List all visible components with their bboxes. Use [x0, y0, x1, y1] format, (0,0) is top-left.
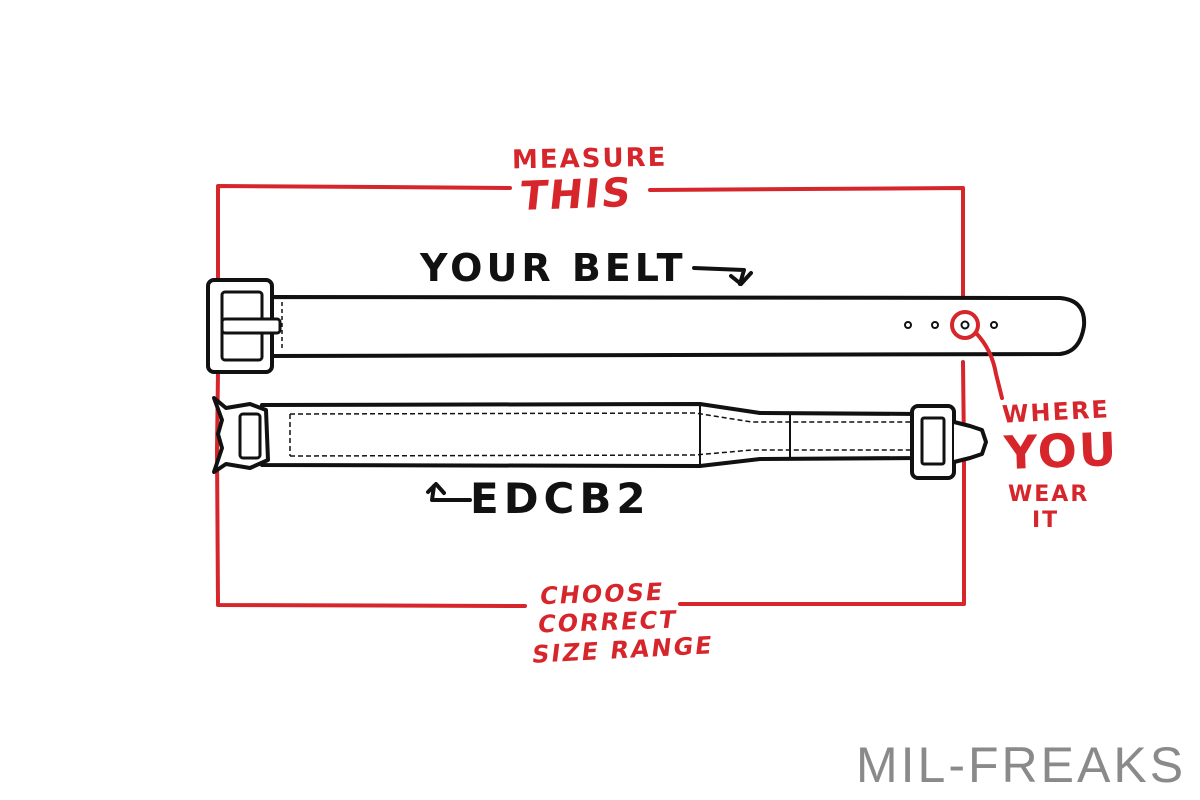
bracket-top-left [216, 184, 512, 302]
edcb2-label: EDCB2 [470, 474, 651, 523]
edcb2-arrow-icon [426, 482, 472, 502]
it-label: IT [1032, 508, 1060, 533]
wear-hole-marker [950, 310, 1004, 400]
belt-hole-2 [931, 321, 939, 329]
edcb2-stitching [289, 412, 912, 457]
wear-hole-leader [974, 331, 1004, 400]
choose-label: CHOOSE [538, 577, 667, 611]
edcb2-female-buckle-slot [238, 412, 262, 460]
your-belt-arrow-icon [692, 266, 753, 286]
belt-hole-1 [904, 321, 912, 329]
watermark-logo: MIL-FREAKS [856, 737, 1187, 793]
measure-label: MEASURE [511, 142, 668, 176]
measure-this-label: THIS [517, 169, 635, 221]
your-belt-drawing [206, 266, 1087, 374]
edcb2-belt-drawing [212, 396, 988, 502]
your-belt-label: YOUR BELT [420, 246, 687, 290]
edcb2-strap [260, 402, 922, 468]
bracket-top-right [648, 186, 965, 302]
bracket-right-lower [678, 360, 966, 606]
edcb2-male-buckle-window [920, 416, 946, 466]
belt-hole-3 [960, 320, 970, 330]
wear-hole-circle [950, 310, 980, 340]
belt-buckle-tongue [220, 317, 282, 335]
you-label: YOU [1003, 422, 1120, 480]
wear-label: WEAR [1008, 482, 1090, 507]
edcb2-male-buckle-tip [953, 420, 988, 464]
belt-strap [268, 295, 1087, 358]
belt-hole-4 [990, 321, 998, 329]
